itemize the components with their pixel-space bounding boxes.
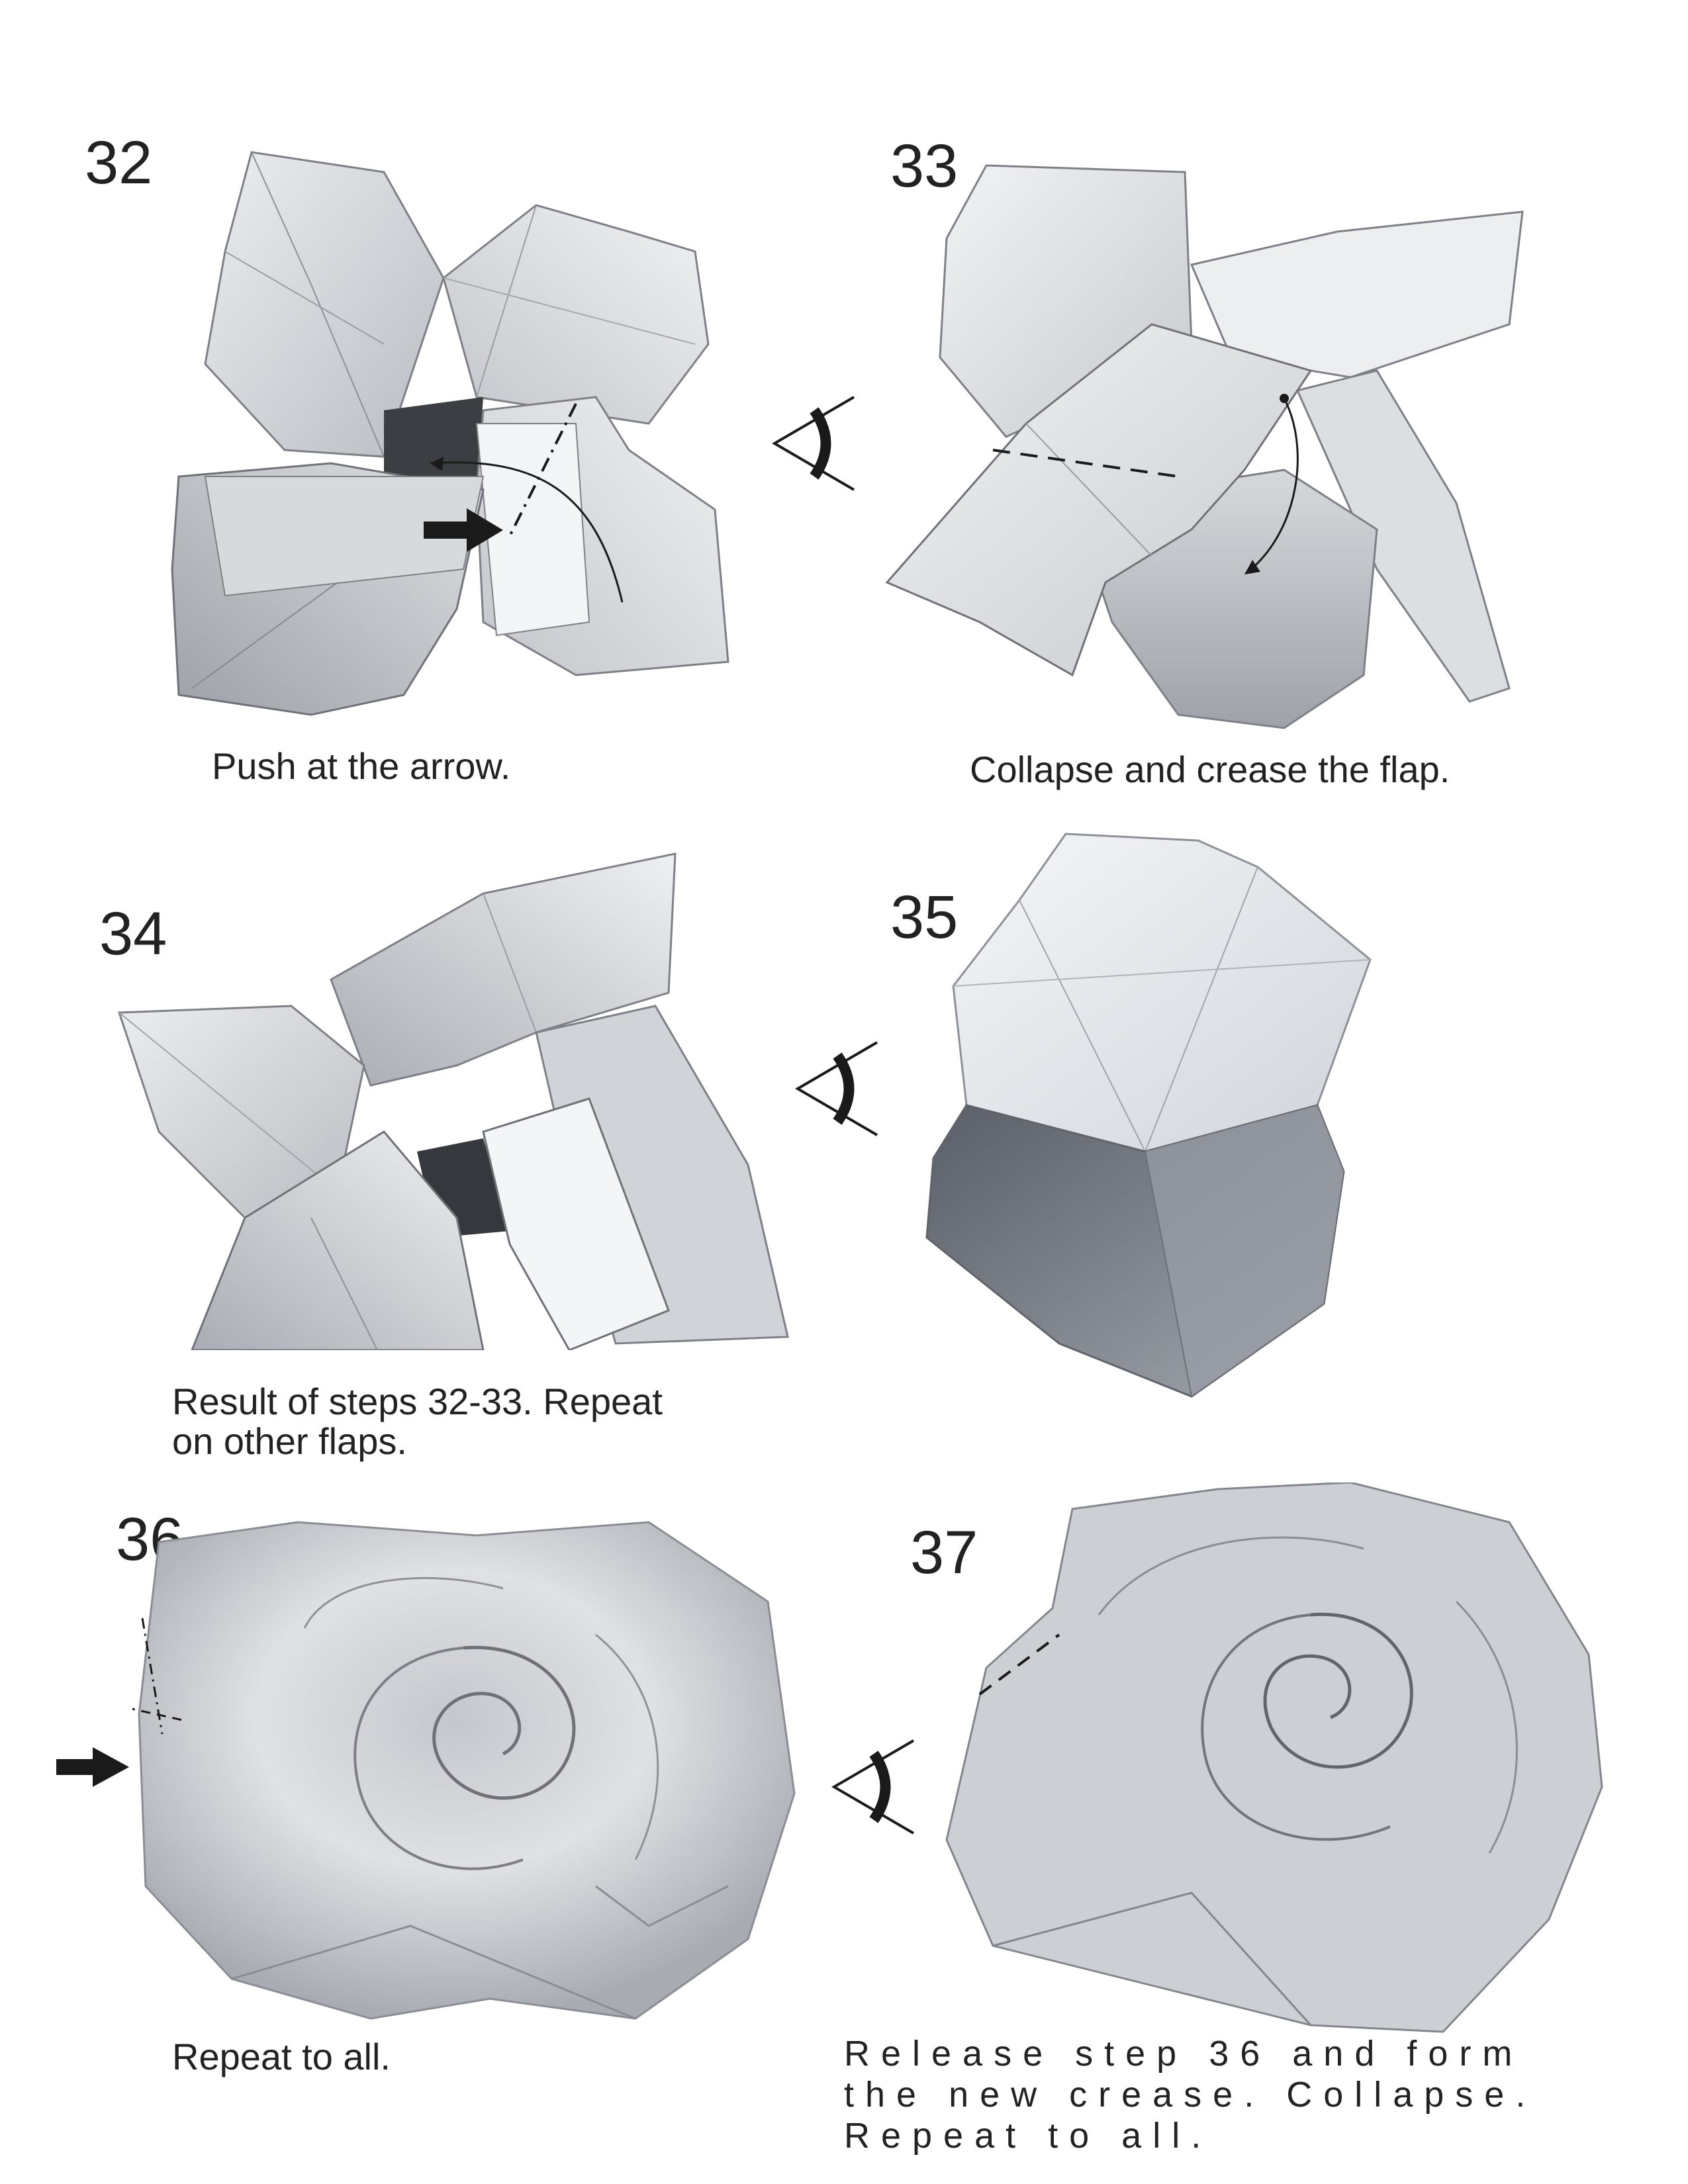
step-number-37: 37 [910,1519,978,1586]
step-34-caption-line2: on other flaps. [172,1420,407,1462]
step-number-32: 32 [85,129,153,197]
push-arrow-icon [56,1747,129,1787]
step-33-figure [885,164,1524,729]
step-36-caption: Repeat to all. [172,2036,391,2077]
step-number-34: 34 [99,900,167,968]
step-number-35: 35 [890,884,959,951]
eye-view-icon [827,1734,920,1840]
step-37-caption-line1: Release step 36 and form [844,2034,1524,2073]
fold-arrow-icon [1244,394,1299,574]
step-34-photo [113,847,794,1350]
step-35-photo [914,827,1483,1410]
step-37-photo [940,1482,1615,2045]
step-36-figure [132,1521,796,2020]
step-35-figure [925,833,1372,1398]
step-36-photo [132,1516,821,2032]
eye-view-icon [768,390,861,496]
step-33-photo [874,159,1536,741]
step-32-figure [171,151,729,716]
step-32-caption: Push at the arrow. [212,745,511,787]
step-37-caption-line3: Repeat to all. [844,2116,1213,2156]
step-34-figure [117,852,789,1350]
step-37-caption-line2: the new crease. Collapse. [844,2075,1537,2115]
step-34-caption-line1: Result of steps 32-33. Repeat [172,1381,663,1422]
eye-view-icon [791,1036,884,1142]
step-number-33: 33 [890,132,959,200]
push-arrow-icon [424,508,503,552]
step-33-caption: Collapse and crease the flap. [970,749,1450,790]
step-37-figure [945,1482,1603,2033]
step-32-photo [165,146,748,728]
